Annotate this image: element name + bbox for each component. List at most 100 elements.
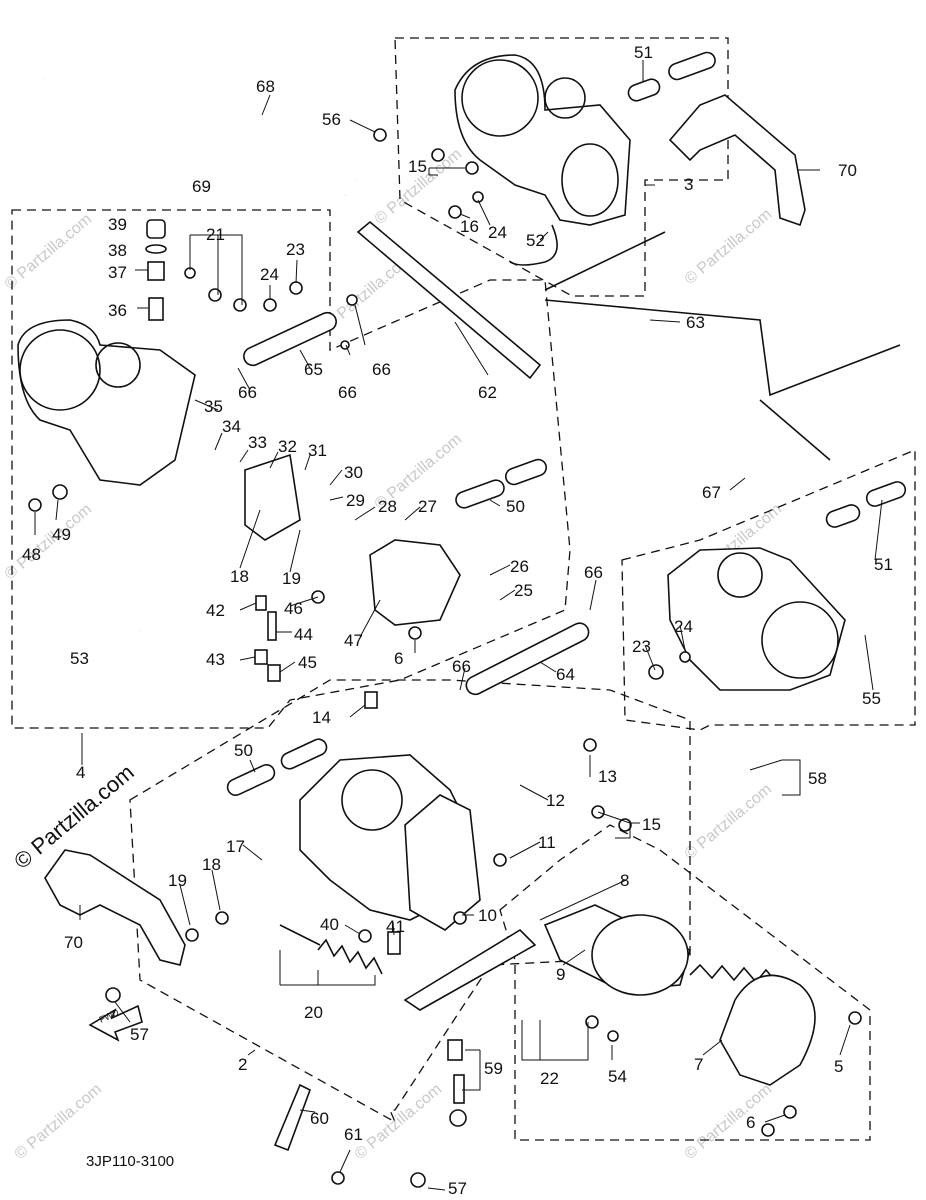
callout-67: 67 [702, 483, 721, 502]
callout-3: 3 [684, 175, 693, 194]
callout-63: 63 [686, 313, 705, 332]
callout-11: 11 [538, 833, 556, 852]
needle-20 [279, 924, 321, 946]
carb-3-body [454, 54, 631, 226]
callout-66: 66 [584, 563, 603, 582]
carburetor-3 [454, 54, 631, 266]
carb-2-venturi [341, 769, 403, 831]
pipe-51-right-a [825, 504, 861, 528]
callout-10: 10 [478, 906, 497, 925]
carburetor-right [667, 481, 907, 691]
callout-53: 53 [70, 649, 89, 668]
callout-6: 6 [746, 1113, 755, 1132]
callout-21: 21 [206, 225, 225, 244]
callout-54: 54 [608, 1067, 627, 1086]
carb-4-jet-body [244, 453, 301, 541]
callout-48: 48 [22, 545, 41, 564]
watermark: © Partzilla.com [2, 501, 96, 583]
bracket-stay [403, 928, 537, 1011]
callout-16: 16 [460, 217, 479, 236]
callout-58: 58 [808, 769, 827, 788]
callout-46: 46 [284, 599, 303, 618]
watermark: © Partzilla.com [2, 211, 96, 293]
callout-13: 13 [598, 767, 617, 786]
callout-24: 24 [674, 617, 693, 636]
callout-65: 65 [304, 360, 323, 379]
callout-61: 61 [344, 1125, 363, 1144]
callout-23: 23 [286, 240, 305, 259]
outline-carb-4 [11, 209, 571, 729]
vacuum-piston-assembly [543, 904, 816, 1086]
callout-33: 33 [248, 433, 267, 452]
carb-3-venturi [544, 77, 586, 119]
callout-20: 20 [304, 1003, 323, 1022]
callout-59: 59 [484, 1059, 503, 1078]
callout-50: 50 [234, 741, 253, 760]
fuel-hoses [42, 76, 357, 198]
callout-66: 66 [372, 360, 391, 379]
callout-12: 12 [546, 791, 565, 810]
carburetor-2 [44, 738, 537, 1011]
carb-3-float-bowl [561, 143, 619, 217]
pipe-65 [243, 311, 337, 367]
callout-28: 28 [378, 497, 397, 516]
callout-30: 30 [344, 463, 363, 482]
callout-42: 42 [206, 601, 225, 620]
callout-70: 70 [838, 161, 857, 180]
throttle-cable-63 [544, 231, 901, 461]
carb-4-float-bowl [369, 539, 461, 626]
callout-45: 45 [298, 653, 317, 672]
watermark: © Partzilla.com [682, 1081, 776, 1163]
callout-57: 57 [130, 1025, 149, 1044]
callout-29: 29 [346, 491, 365, 510]
callout-34: 34 [222, 417, 241, 436]
callout-18: 18 [230, 567, 249, 586]
callout-64: 64 [556, 665, 575, 684]
callout-41: 41 [386, 917, 405, 936]
callout-15: 15 [408, 157, 427, 176]
callout-18: 18 [202, 855, 221, 874]
link-rod-62 [356, 220, 542, 380]
figure-code: 3JP110-3100 [86, 1153, 174, 1170]
carb-4-venturi [95, 342, 141, 388]
carb-right-diaphragm [761, 601, 839, 679]
callout-50: 50 [506, 497, 525, 516]
carburetor-4 [17, 319, 461, 716]
carb-2-cover [404, 794, 481, 931]
watermark: © Partzilla.com [682, 206, 776, 288]
carb-4-body [17, 319, 196, 486]
callout-24: 24 [488, 223, 507, 242]
top-cover [719, 974, 816, 1086]
pipe-50-bottom-b [280, 738, 328, 770]
callout-26: 26 [510, 557, 529, 576]
bracket-70-top [668, 94, 806, 227]
callout-52: 52 [526, 231, 545, 250]
callout-9: 9 [556, 965, 565, 984]
pipes-51-top [627, 51, 716, 102]
callout-25: 25 [514, 581, 533, 600]
callout-37: 37 [108, 263, 127, 282]
callout-47: 47 [344, 631, 363, 650]
leader-lines [34, 60, 883, 1191]
callout-70: 70 [64, 933, 83, 952]
callout-66: 66 [452, 657, 471, 676]
callout-39: 39 [108, 215, 127, 234]
callout-24: 24 [260, 265, 279, 284]
carb-3-hose-52 [509, 224, 558, 266]
callout-66: 66 [338, 383, 357, 402]
callout-49: 49 [52, 525, 71, 544]
callout-40: 40 [320, 915, 339, 934]
callout-60: 60 [310, 1109, 329, 1128]
callout-56: 56 [322, 110, 341, 129]
pipe-50-bottom-a [226, 764, 276, 796]
callout-69: 69 [192, 177, 211, 196]
callout-14: 14 [312, 708, 331, 727]
pipe-64 [465, 622, 590, 696]
callout-27: 27 [418, 497, 437, 516]
pipe-50-mid [455, 479, 505, 509]
callout-7: 7 [694, 1055, 703, 1074]
callout-57: 57 [448, 1179, 467, 1198]
outline-carb-right [621, 449, 916, 731]
callout-2: 2 [238, 1055, 247, 1074]
